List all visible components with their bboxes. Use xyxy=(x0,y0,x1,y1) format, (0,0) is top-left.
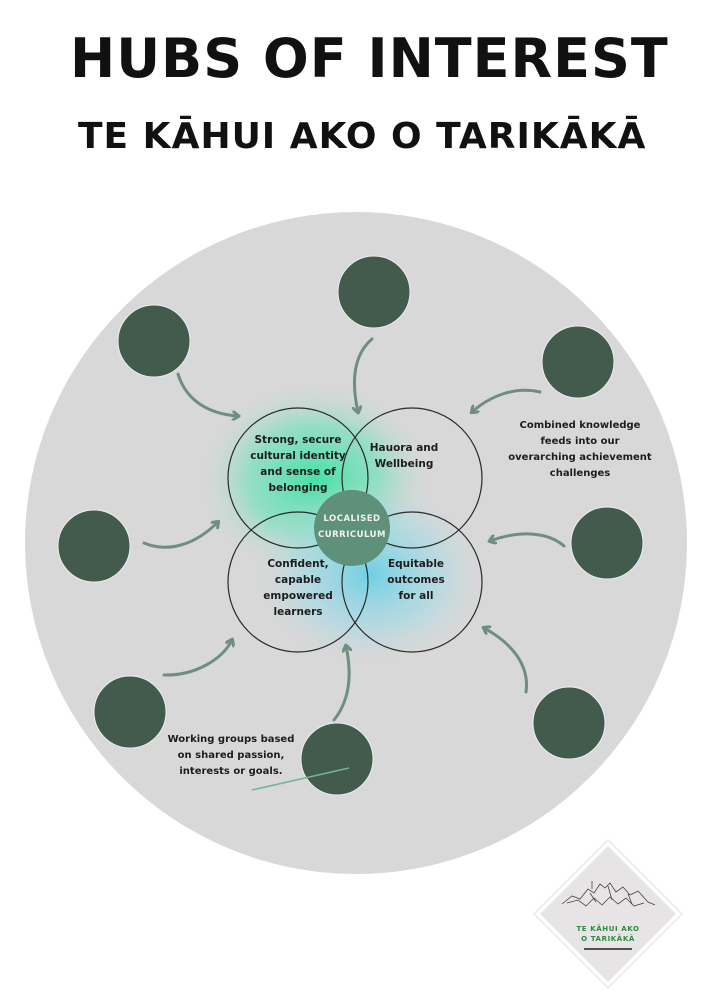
hub-circle-6[interactable] xyxy=(93,675,167,749)
venn-label-line: Equitable xyxy=(387,558,445,570)
venn-label-line: outcomes xyxy=(387,574,445,586)
note-line: Combined knowledge xyxy=(519,420,641,431)
hub-circle-8[interactable] xyxy=(300,722,374,796)
note-line: overarching achievement xyxy=(508,452,652,463)
arrow-icon xyxy=(355,337,374,412)
venn-label-line: and sense of xyxy=(260,466,336,478)
decorative-line xyxy=(251,767,350,791)
mountain-icon xyxy=(561,881,656,907)
note-line: interests or goals. xyxy=(179,766,283,777)
venn-label-line: capable xyxy=(274,574,322,586)
hub-circle-4[interactable] xyxy=(57,509,131,583)
center-label-line: LOCALISED xyxy=(323,514,381,524)
hub-circle-1[interactable] xyxy=(117,304,191,378)
venn-label-line: cultural identity xyxy=(250,450,346,462)
hub-circle-3[interactable] xyxy=(541,325,615,399)
center-circle xyxy=(314,490,390,566)
hub-circle-5[interactable] xyxy=(570,506,644,580)
page-title: HUBS OF INTEREST xyxy=(70,27,669,90)
logo xyxy=(532,838,684,990)
center-label: LOCALISED CURRICULUM xyxy=(312,511,392,543)
venn-label-line: learners xyxy=(273,606,323,618)
venn-label-bottom-right: Equitable outcomes for all xyxy=(372,556,460,604)
arrow-icon xyxy=(162,640,232,677)
venn-circle-top-left xyxy=(227,407,369,549)
logo-text-line: O TARIKĀKĀ xyxy=(581,935,635,943)
arrow-icon xyxy=(142,522,218,549)
combined-knowledge-note: Combined knowledge feeds into our overar… xyxy=(500,418,660,482)
venn-circle-bottom-right xyxy=(341,511,483,653)
logo-text-line: TE KĀHUI AKO xyxy=(576,925,640,933)
working-groups-note: Working groups based on shared passion, … xyxy=(160,732,302,780)
arrow-icon xyxy=(472,388,542,412)
venn-circle-top-right xyxy=(341,407,483,549)
logo-diamond xyxy=(540,846,676,982)
venn-label-line: Confident, xyxy=(267,558,329,570)
venn-label-top-left: Strong, secure cultural identity and sen… xyxy=(236,432,360,496)
hub-circle-2[interactable] xyxy=(337,255,411,329)
arrow-icon xyxy=(332,646,349,722)
venn-label-line: empowered xyxy=(263,590,333,602)
note-line: challenges xyxy=(549,468,611,479)
venn-label-line: belonging xyxy=(268,482,328,494)
note-line: on shared passion, xyxy=(177,750,285,761)
venn-circle-bottom-left xyxy=(227,511,369,653)
venn-label-top-right: Hauora and Wellbeing xyxy=(356,440,452,472)
venn-label-line: Hauora and xyxy=(369,442,439,454)
glow-blue xyxy=(250,480,490,670)
arrow-icon xyxy=(176,372,238,416)
page-subtitle: TE KĀHUI AKO O TARIKĀKĀ xyxy=(78,116,647,157)
arrow-icon xyxy=(484,628,528,694)
venn-label-line: Wellbeing xyxy=(374,458,434,470)
arrow-icon xyxy=(490,532,566,548)
center-label-line: CURRICULUM xyxy=(317,530,386,540)
venn-label-line: for all xyxy=(398,590,434,602)
note-line: feeds into our xyxy=(540,436,620,447)
logo-text: TE KĀHUI AKO O TARIKĀKĀ xyxy=(568,924,648,944)
hub-circle-7[interactable] xyxy=(532,686,606,760)
venn-label-bottom-left: Confident, capable empowered learners xyxy=(250,556,346,620)
note-line: Working groups based xyxy=(167,734,295,745)
venn-label-line: Strong, secure xyxy=(254,434,342,446)
